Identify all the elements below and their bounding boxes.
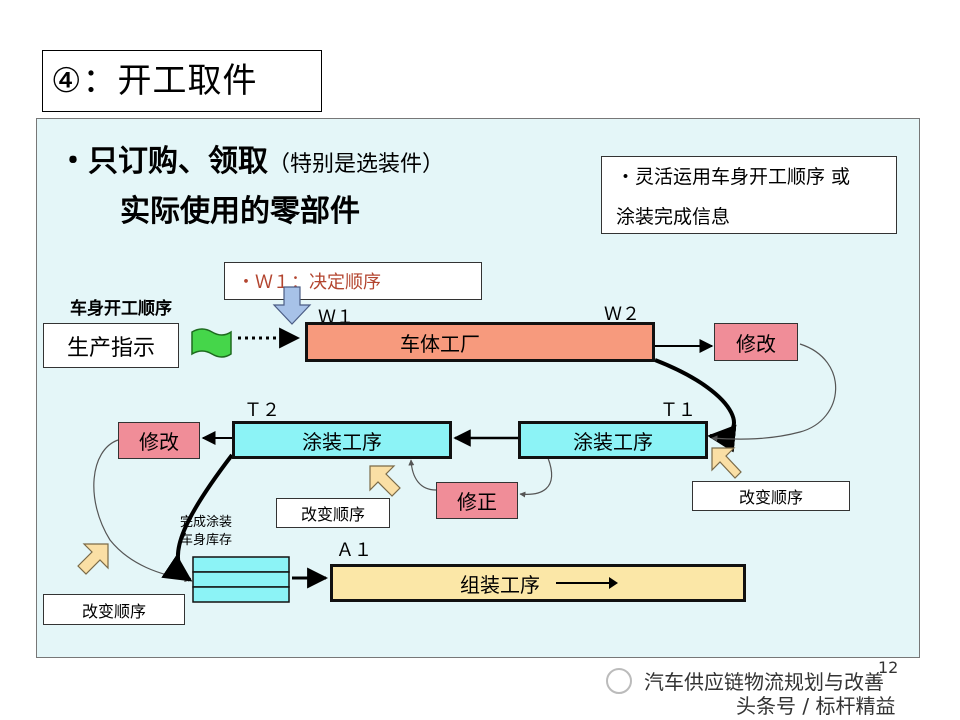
body-factory-box: 车体工厂 [305,322,655,362]
w1-note-box: ・Ｗ１：决定顺序 [224,262,482,300]
change-order-hint-arrow-stock [77,543,109,575]
t1-label: Ｔ１ [660,400,696,421]
painted-stock-line-1: 完成涂装 [180,515,233,530]
repair-return-loop [711,343,837,442]
instruction-flag-icon [191,328,232,358]
info-box: ・灵活运用车身开工顺序 或 涂装完成信息 [601,156,897,234]
paint-process-t1: 涂装工序 [518,421,708,459]
repair-box-left: 修改 [118,422,200,459]
assembly-flow-arrow-icon [556,577,618,589]
repair-box-right: 修改 [714,323,798,361]
body-factory-label: 车体工厂 [400,331,480,356]
change-order-box-t1: 改变顺序 [692,481,850,511]
correction-to-t2 [408,459,437,491]
bullet-line-1-note: （特别是选装件） [268,152,445,177]
w1-hint-arrow [272,286,312,325]
factory-to-paint-curve [654,358,737,453]
left-repair-loop [93,439,191,583]
watermark-line-2: 头条号 / 标杆精益 [736,694,896,718]
correction-box: 修正 [436,482,518,519]
bullet-line-1-text: ・只订购、领取 [58,144,268,179]
bullet-line-1: ・只订购、领取（特别是选装件） [58,136,444,180]
assembly-process-box: 组装工序 [330,564,746,602]
body-order-label: 车身开工顺序 [70,299,172,319]
page-number: 12 [878,658,899,677]
info-line-2: 涂装完成信息 [616,206,731,228]
painted-stock-label: 完成涂装 车身库存 [180,514,232,550]
change-order-box-t2: 改变顺序 [276,498,390,528]
a1-label: Ａ１ [336,540,372,561]
change-order-box-stock: 改变顺序 [43,594,185,625]
wechat-logo-icon [606,668,632,694]
watermark-line-1: 汽车供应链物流规划与改善 [644,670,884,694]
assembly-process-label: 组装工序 [460,572,540,597]
w2-label: Ｗ２ [604,304,640,325]
correction-loop [519,457,553,498]
paint-to-stock-curve [161,453,234,582]
t2-label: Ｔ２ [244,400,280,421]
painted-stock-icon [192,556,290,603]
production-instruction-box: 生产指示 [43,323,179,368]
change-order-hint-arrow-t2 [369,465,401,497]
slide-title: ④：开工取件 [42,50,322,112]
paint-process-t2: 涂装工序 [232,421,452,459]
bullet-line-2: 实际使用的零部件 [120,194,360,229]
change-order-hint-arrow-t1 [711,447,742,479]
painted-stock-line-2: 车身库存 [180,533,233,548]
info-line-1: ・灵活运用车身开工顺序 或 [616,166,851,188]
